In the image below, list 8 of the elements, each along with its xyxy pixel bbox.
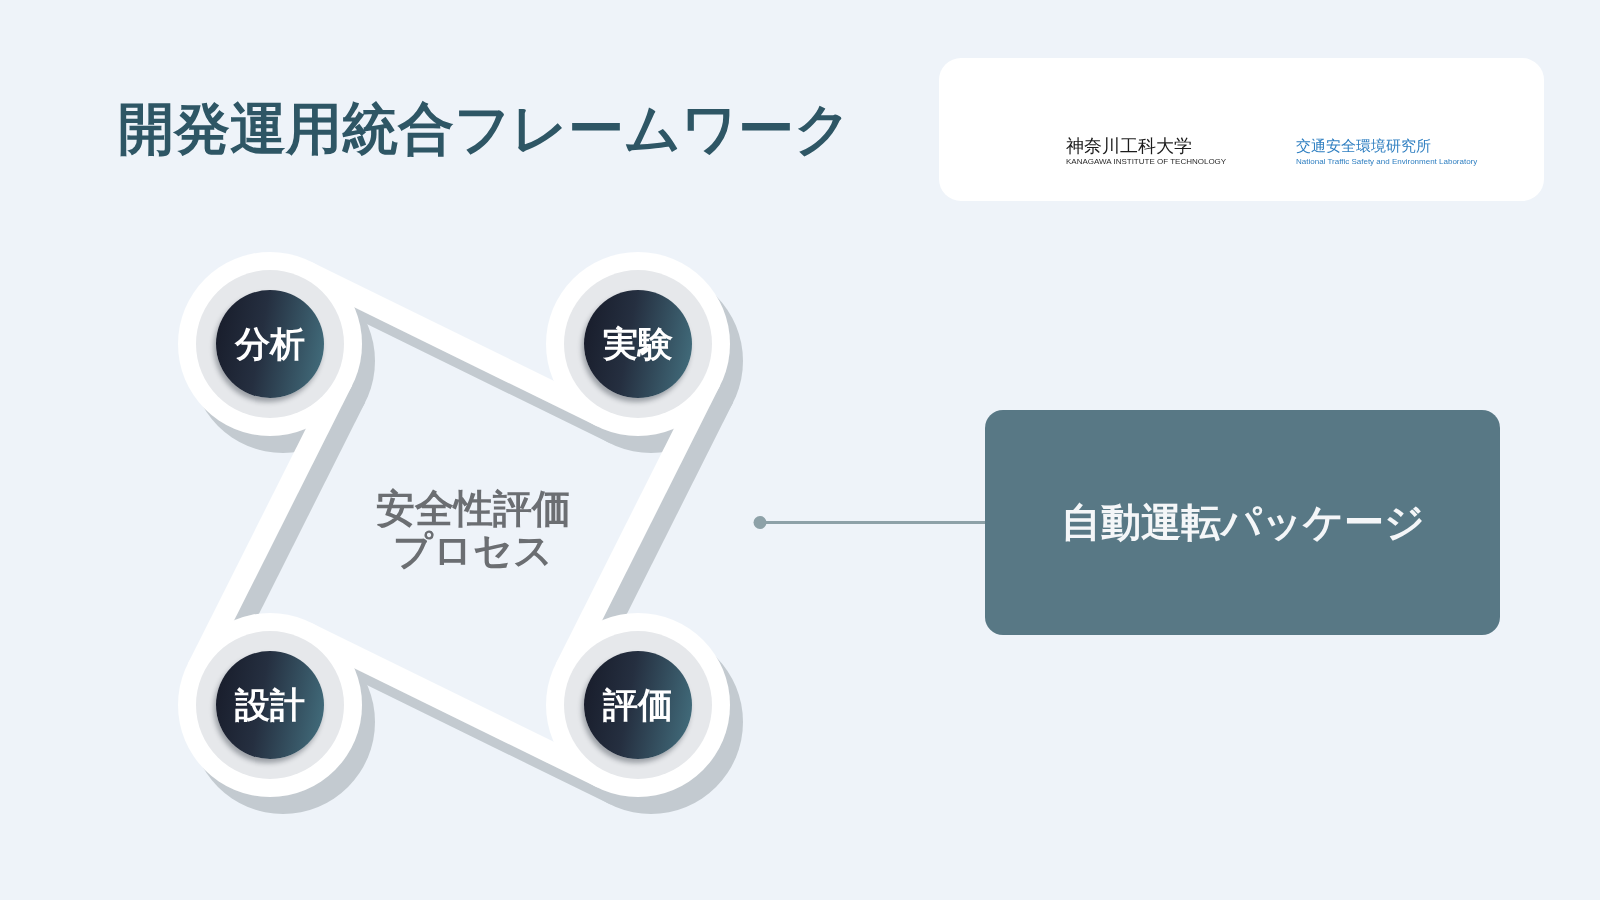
institution-subtitle: KANAGAWA INSTITUTE OF TECHNOLOGY xyxy=(1066,158,1227,167)
title: 開発運用統合フレームワーク xyxy=(118,97,851,161)
process-label: 安全性評価プロセス xyxy=(374,488,572,573)
institution-name: 交通安全環境研究所 xyxy=(1296,138,1431,155)
institution-name: 神奈川工科大学 xyxy=(1066,136,1192,156)
package-box: 自動運転パッケージ xyxy=(985,410,1500,635)
connector-line xyxy=(753,516,985,529)
institution-subtitle: National Traffic Safety and Environment Laboratory xyxy=(1296,158,1478,167)
